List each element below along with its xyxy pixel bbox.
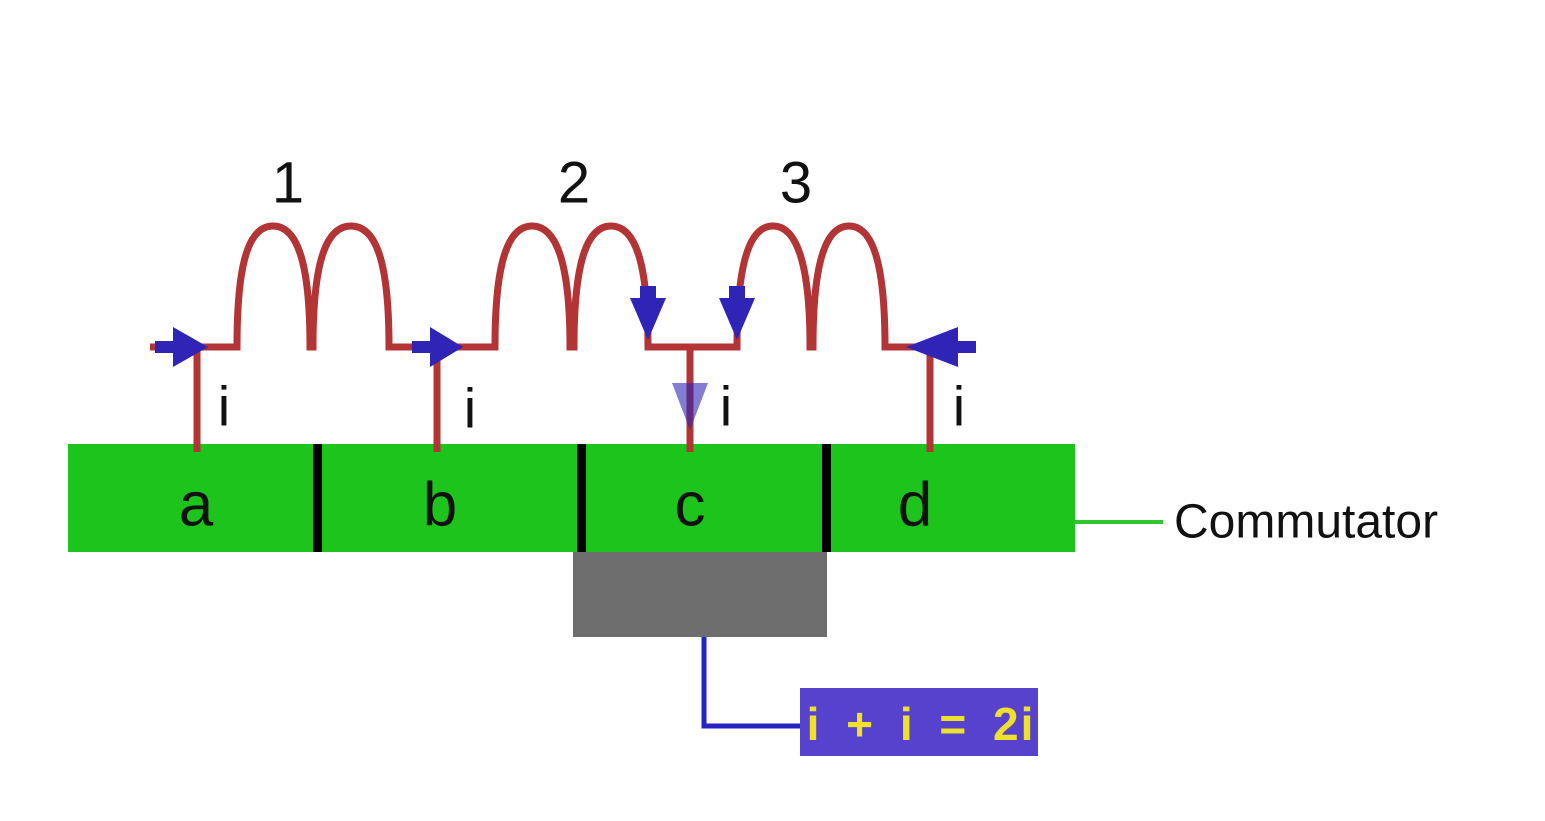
current-arrow-right-b	[412, 327, 463, 367]
current-arrow-down-coil3	[719, 286, 755, 340]
equation-text: i + i = 2i	[807, 698, 1036, 750]
segment-label-c: c	[675, 471, 706, 540]
coil-label-3: 3	[780, 151, 812, 216]
segment-lead-wires	[193, 347, 934, 452]
current-arrow-left-d	[906, 327, 976, 367]
brush-block	[573, 552, 827, 637]
current-label-d: i	[953, 375, 965, 438]
brush-connector-line	[701, 637, 807, 729]
current-label-c: i	[720, 375, 732, 438]
coil-label-1: 1	[272, 151, 304, 216]
segment-label-d: d	[898, 471, 932, 540]
segment-divider-cd	[822, 444, 831, 552]
coil-label-2: 2	[558, 151, 590, 216]
segment-divider-bc	[577, 444, 586, 552]
commutator-label: Commutator	[1174, 496, 1438, 549]
segment-label-a: a	[179, 471, 214, 540]
current-label-a: i	[218, 375, 230, 438]
segment-divider-ab	[313, 444, 322, 552]
current-arrow-right-a	[155, 327, 208, 367]
current-label-b: i	[464, 377, 476, 440]
segment-label-b: b	[423, 471, 457, 540]
current-arrow-down-coil2	[630, 286, 666, 340]
current-arrow-down-c-translucent	[672, 383, 708, 430]
commutator-bar	[68, 444, 1075, 552]
equation-box	[800, 688, 1038, 756]
armature-winding-path	[150, 222, 973, 351]
